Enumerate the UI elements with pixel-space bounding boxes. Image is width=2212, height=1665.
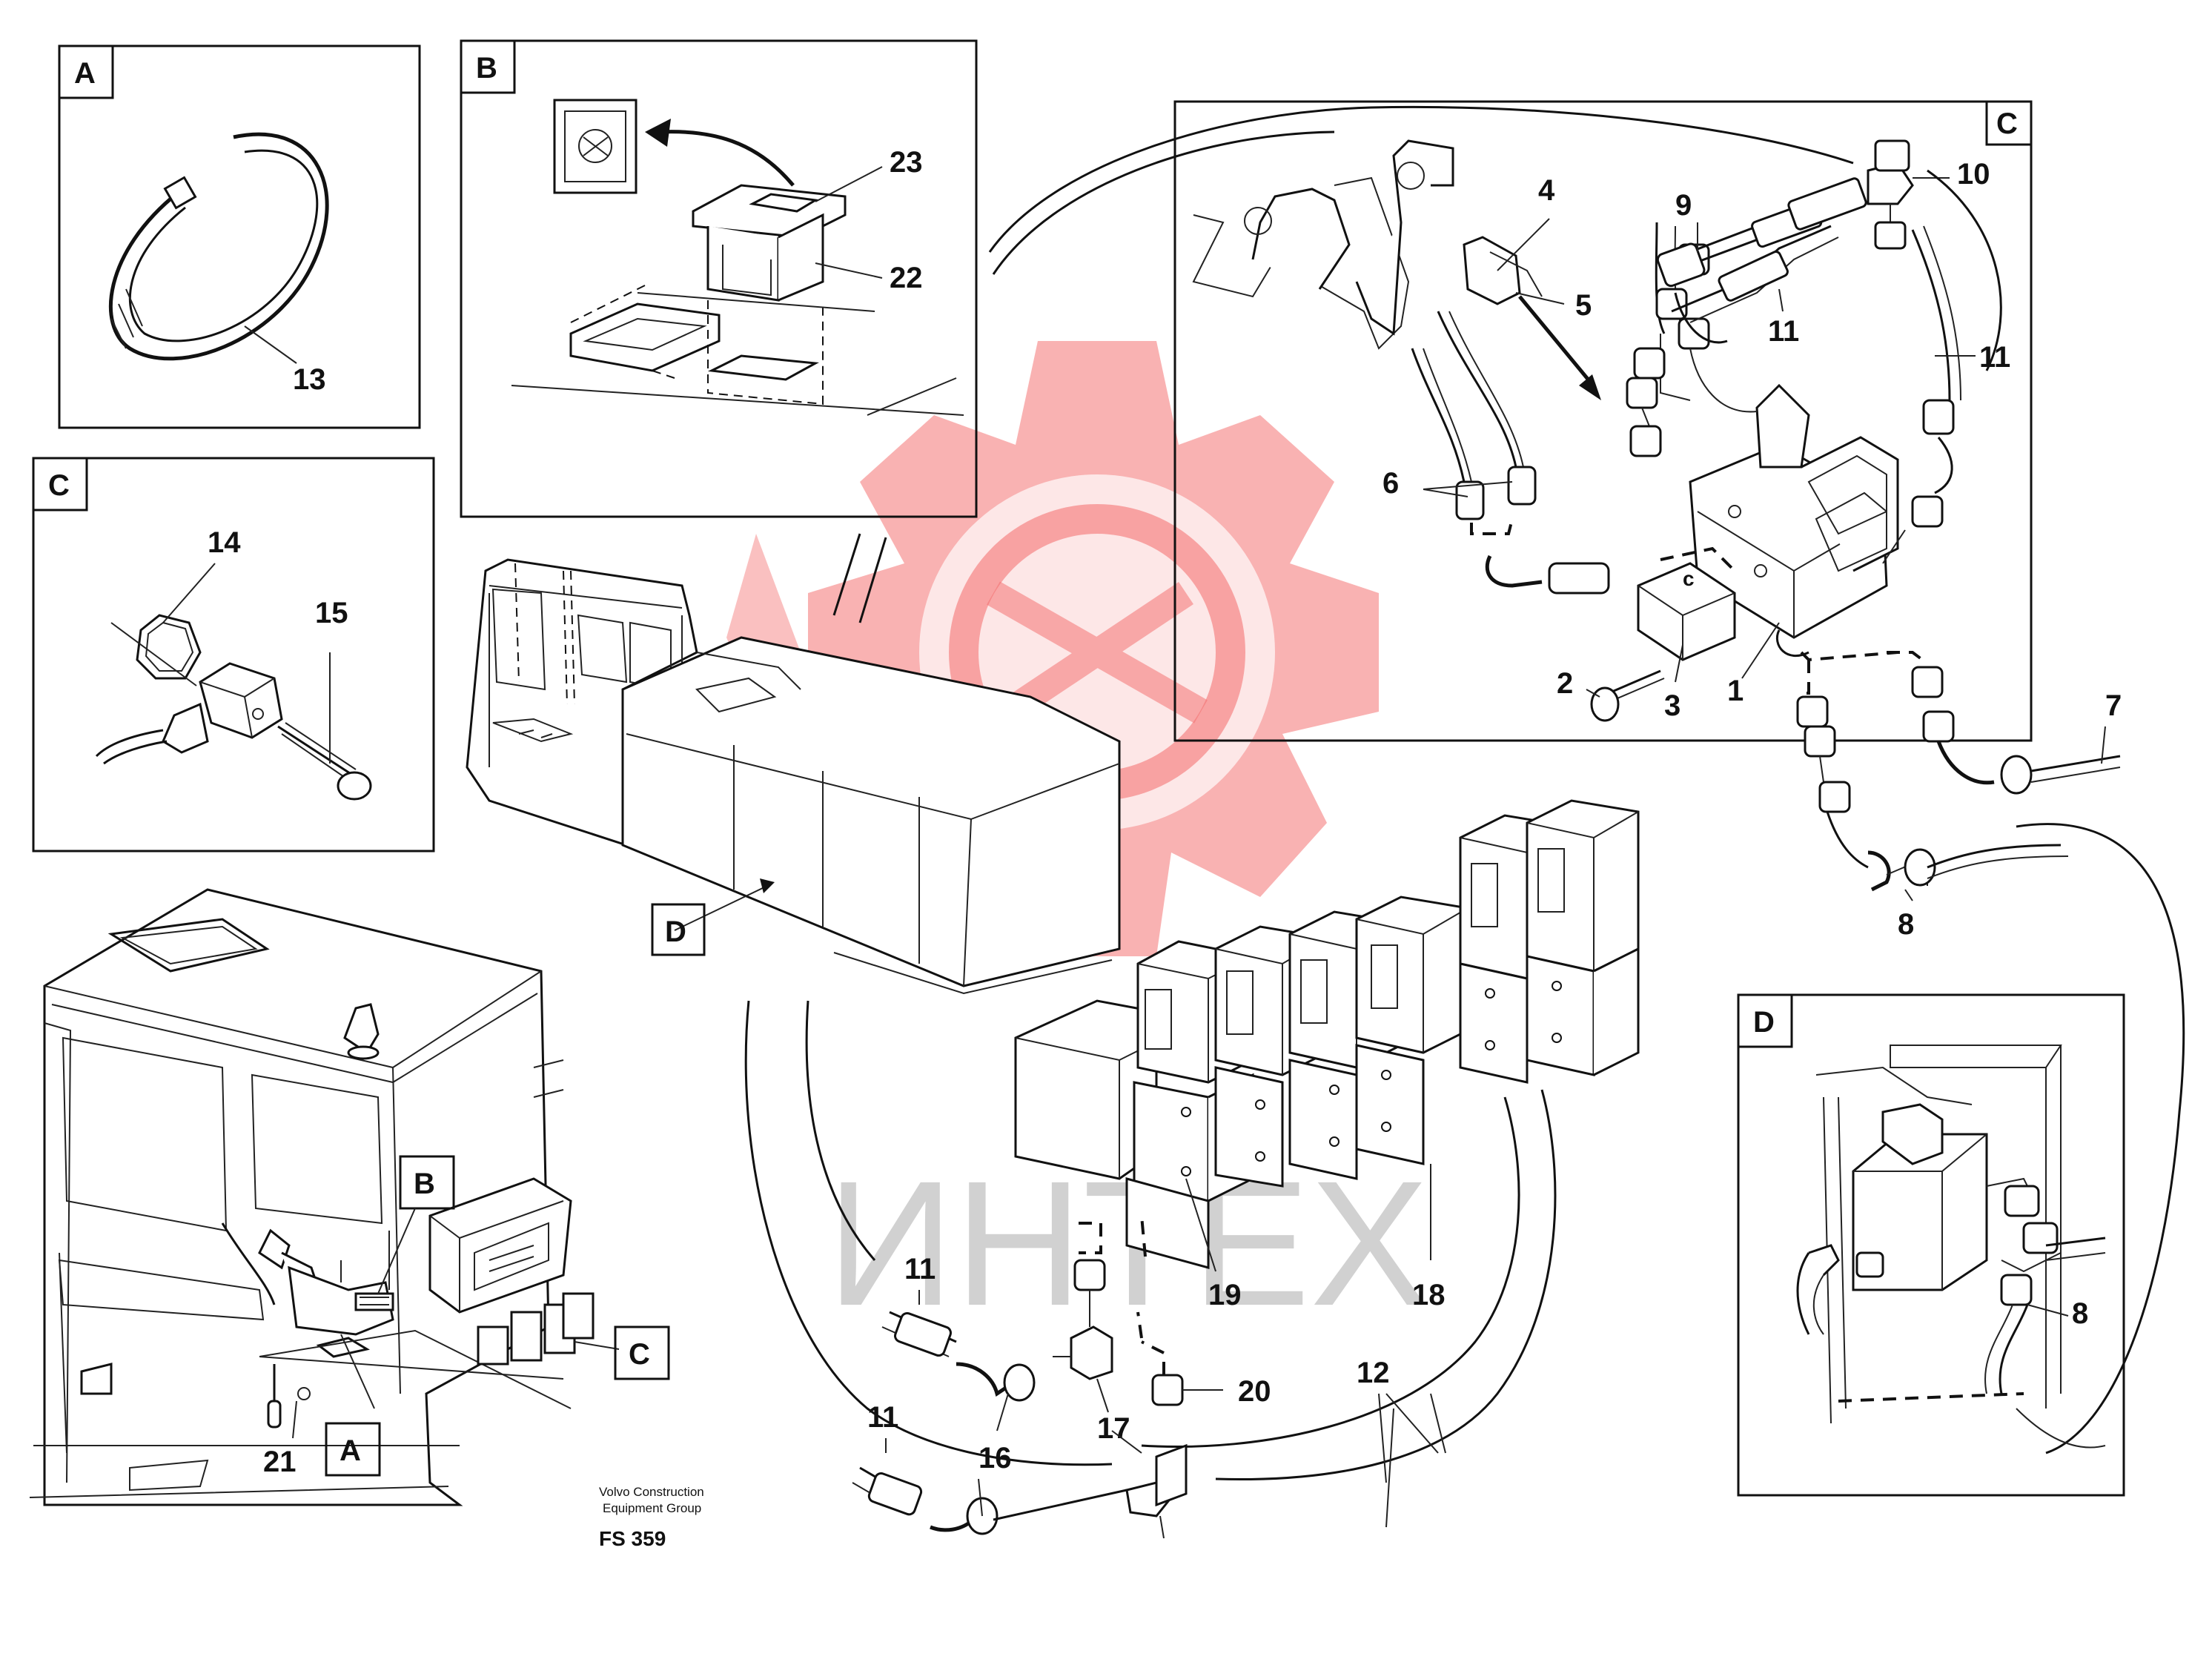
machine-overview: D [466, 533, 1121, 995]
callout-12: 12 [1357, 1357, 1390, 1389]
switch-22 [692, 184, 847, 302]
detail-C-tag-cab: C [629, 1338, 650, 1371]
callout-13: 13 [293, 363, 326, 396]
valve-bank: 19 18 [1014, 799, 1640, 1311]
callout-5: 5 [1575, 289, 1592, 322]
callout-2: 2 [1557, 667, 1573, 700]
footer-line1: Volvo Construction [599, 1485, 704, 1499]
callout-23: 23 [890, 146, 923, 179]
callout-3: 3 [1664, 689, 1680, 722]
detail-B-tag-cab: B [414, 1168, 435, 1200]
callout-14: 14 [208, 526, 241, 559]
detail-C-tag-left: C [48, 469, 70, 502]
valve-block-1 [1689, 383, 1899, 658]
pressure-sensor [95, 662, 283, 765]
footer-credit: Volvo Construction Equipment Group FS 35… [599, 1485, 704, 1550]
callout-19: 19 [1208, 1279, 1242, 1311]
cable-tie-13 [108, 132, 329, 361]
detail-D-panel: D 8 [1737, 993, 2125, 1497]
detail-A-tag: A [74, 57, 96, 90]
detail-D-tag: D [1753, 1006, 1775, 1039]
svg-text:c: c [1683, 567, 1695, 590]
callout-20: 20 [1238, 1375, 1271, 1408]
callout-10: 10 [1957, 158, 1990, 191]
cab-view: C 21 A B [29, 888, 670, 1506]
callout-4: 4 [1538, 174, 1555, 207]
detail-A-panel: A 13 [58, 44, 421, 429]
detail-C-panel-left: C 14 15 [32, 457, 435, 853]
callout-18: 18 [1412, 1279, 1446, 1311]
callout-8b: 8 [2072, 1297, 2088, 1330]
callout-16a: 16 [978, 1442, 1012, 1474]
detail-D-tag-overview: D [665, 916, 686, 948]
detail-B-panel: B 23 22 [460, 39, 978, 518]
detail-C-panel-right: C 4 5 6 [988, 100, 2185, 1454]
detail-A-tag-cab: A [340, 1434, 361, 1467]
callout-7: 7 [2105, 689, 2122, 722]
callout-11a: 11 [1768, 315, 1799, 348]
footer-line2: Equipment Group [603, 1501, 701, 1515]
callout-9: 9 [1675, 189, 1692, 222]
lower-hoses: 12 11 16 17 20 11 [744, 1000, 1557, 1539]
footer-code: FS 359 [599, 1527, 666, 1550]
callout-15: 15 [315, 597, 348, 629]
callout-11d: 11 [867, 1401, 898, 1434]
callout-8a: 8 [1898, 908, 1914, 941]
detail-C-tag-right: C [1996, 107, 2018, 140]
callout-1: 1 [1727, 675, 1744, 707]
callout-11c: 11 [904, 1253, 936, 1285]
detail-B-tag: B [476, 52, 497, 85]
callout-22: 22 [890, 262, 923, 294]
callout-21: 21 [263, 1446, 297, 1478]
callout-6: 6 [1382, 467, 1399, 500]
